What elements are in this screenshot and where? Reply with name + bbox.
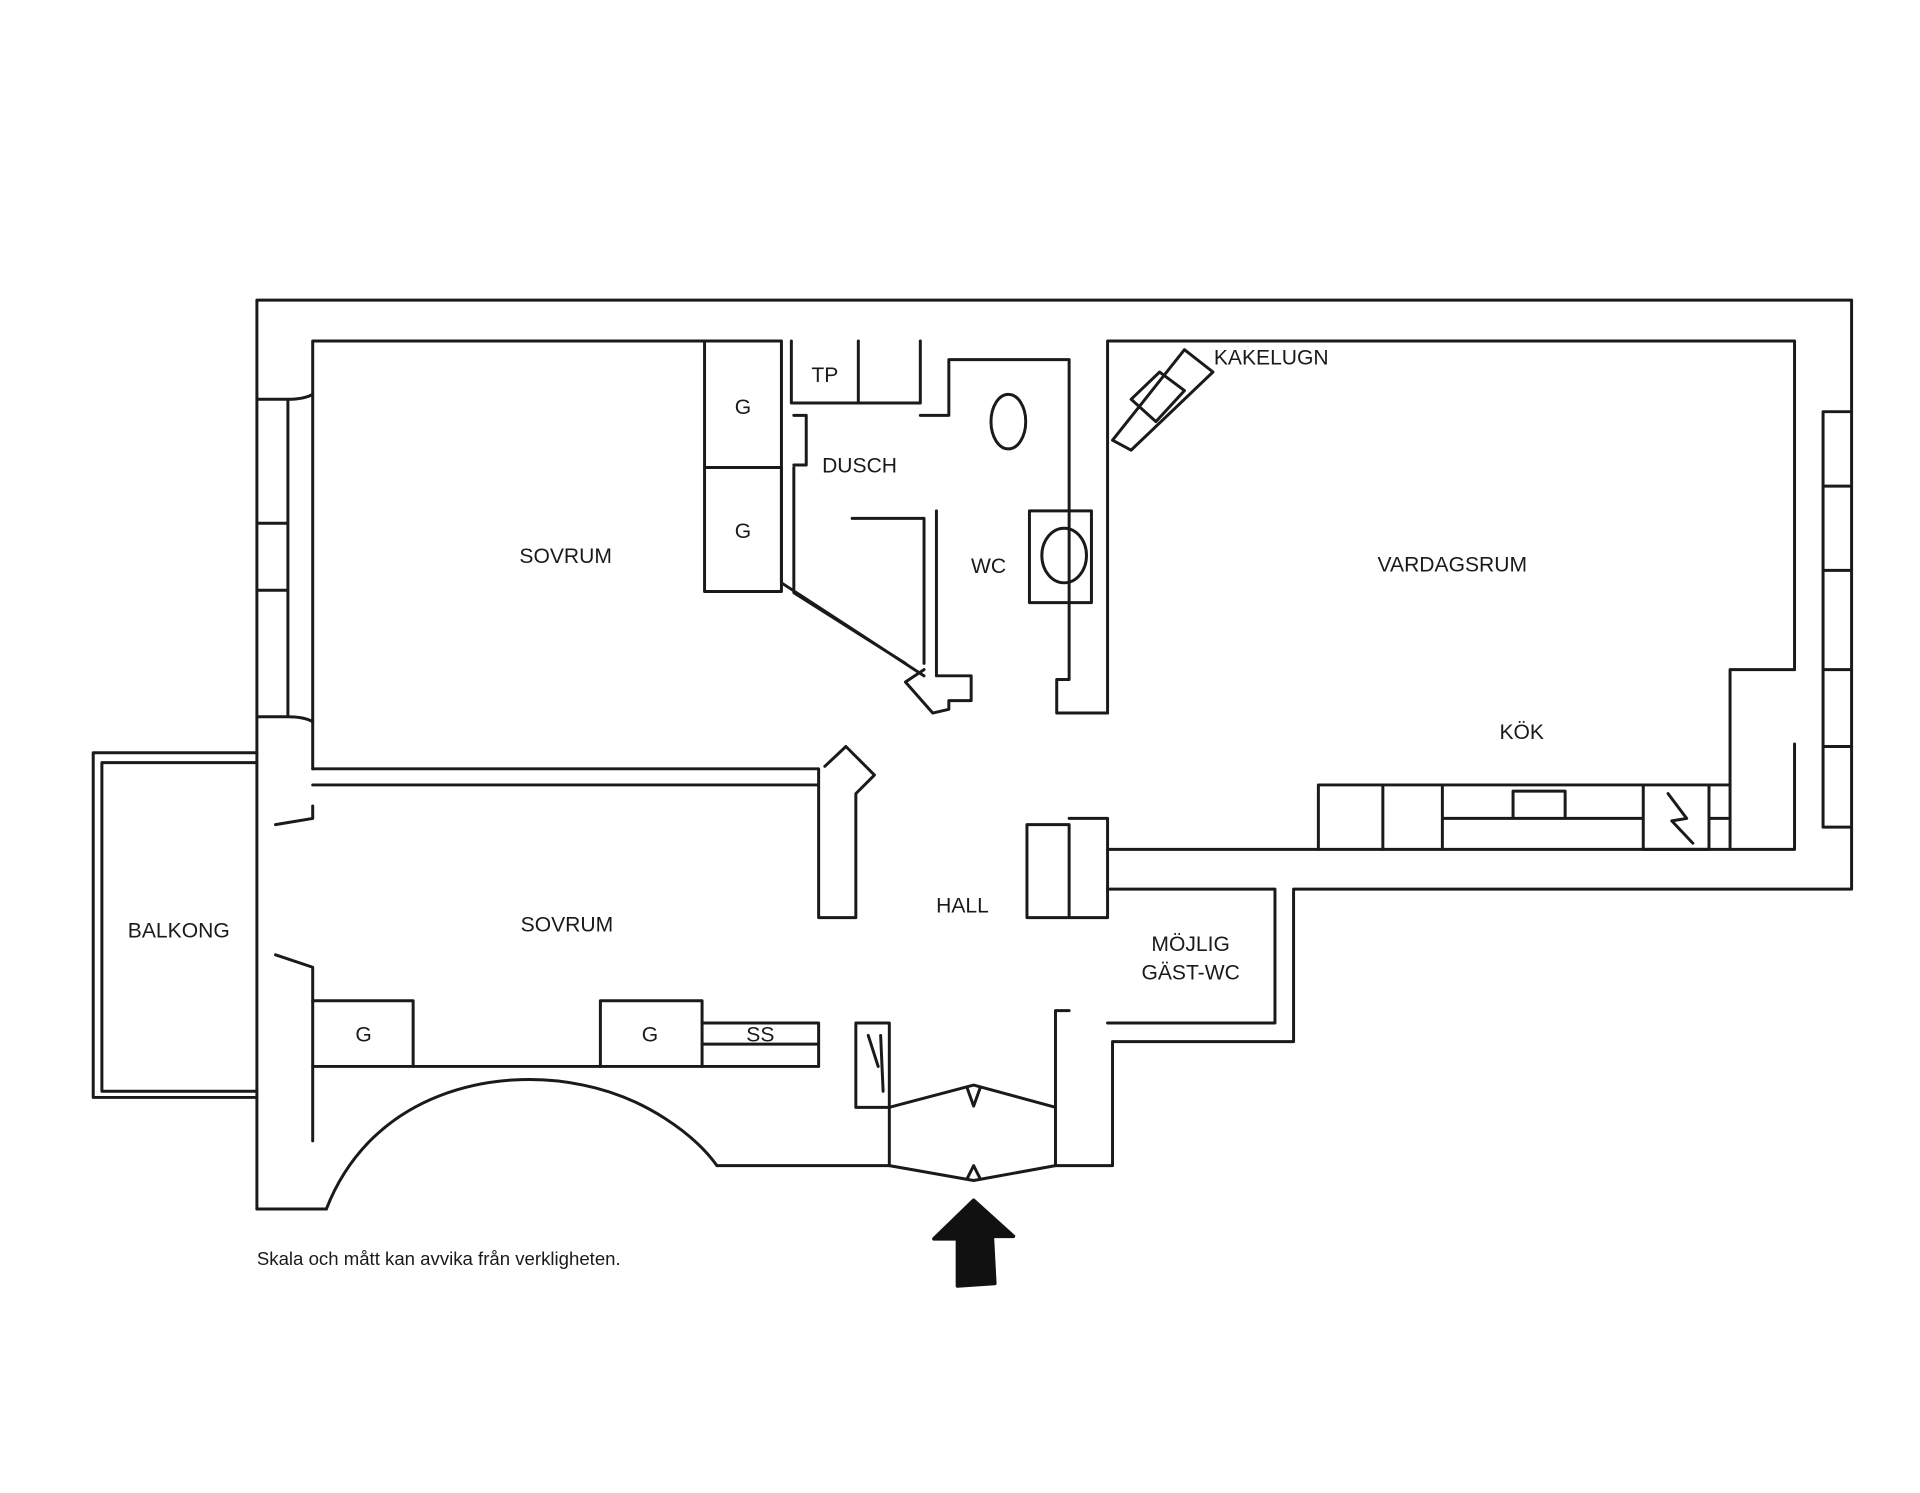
kitchen-counter	[1316, 668, 1797, 851]
entry-door	[887, 1009, 1071, 1182]
entry-shelf	[854, 1021, 891, 1168]
closet-label: G	[642, 1024, 658, 1047]
closet-label: G	[735, 396, 751, 419]
room-label-kok: KÖK	[1499, 721, 1544, 744]
room-label-gast-wc-2: GÄST-WC	[1141, 962, 1239, 985]
windows	[255, 392, 1854, 829]
outer-walls	[255, 298, 1854, 1211]
closet	[311, 999, 415, 1068]
closet-label: G	[735, 520, 751, 543]
closet	[598, 999, 704, 1068]
room-label-gast-wc-1: MÖJLIG	[1151, 933, 1229, 956]
entrance-arrow-icon	[932, 1198, 1016, 1288]
room-label-vardagsrum: VARDAGSRUM	[1378, 554, 1528, 577]
door-mark	[965, 1087, 982, 1180]
room-label-balkong: BALKONG	[128, 919, 230, 942]
bedroom-divider-wall	[311, 745, 876, 920]
towel-cabinet	[789, 339, 922, 405]
disclaimer-text: Skala och mått kan avvika från verklighe…	[257, 1248, 621, 1269]
room-label-tp: TP	[811, 364, 838, 387]
stove-icon	[1666, 792, 1695, 845]
guest-wc-wall	[1106, 887, 1277, 1025]
room-label-sovrum: SOVRUM	[519, 545, 612, 568]
tiled-stove	[1111, 348, 1215, 452]
shower-wall	[779, 466, 926, 678]
radiator	[792, 413, 808, 467]
hall-wall	[1025, 816, 1110, 920]
sink	[1027, 509, 1093, 605]
shoe-cabinet-label: SS	[746, 1024, 774, 1047]
sink-bowl-icon	[1040, 526, 1088, 585]
shoe-cabinet	[700, 1021, 821, 1068]
wc-outline	[918, 358, 1110, 715]
arched-wall	[324, 1078, 719, 1211]
room-label-wc: WC	[971, 555, 1006, 578]
room-label-hall: HALL	[936, 895, 989, 918]
room-label-dusch: DUSCH	[822, 454, 897, 477]
closet-label: G	[355, 1024, 371, 1047]
toilet-icon	[989, 392, 1028, 451]
wc-wall	[850, 509, 973, 715]
balcony	[91, 751, 259, 1099]
room-label-sovrum: SOVRUM	[521, 913, 614, 936]
label-kakelugn: KAKELUGN	[1214, 347, 1329, 370]
